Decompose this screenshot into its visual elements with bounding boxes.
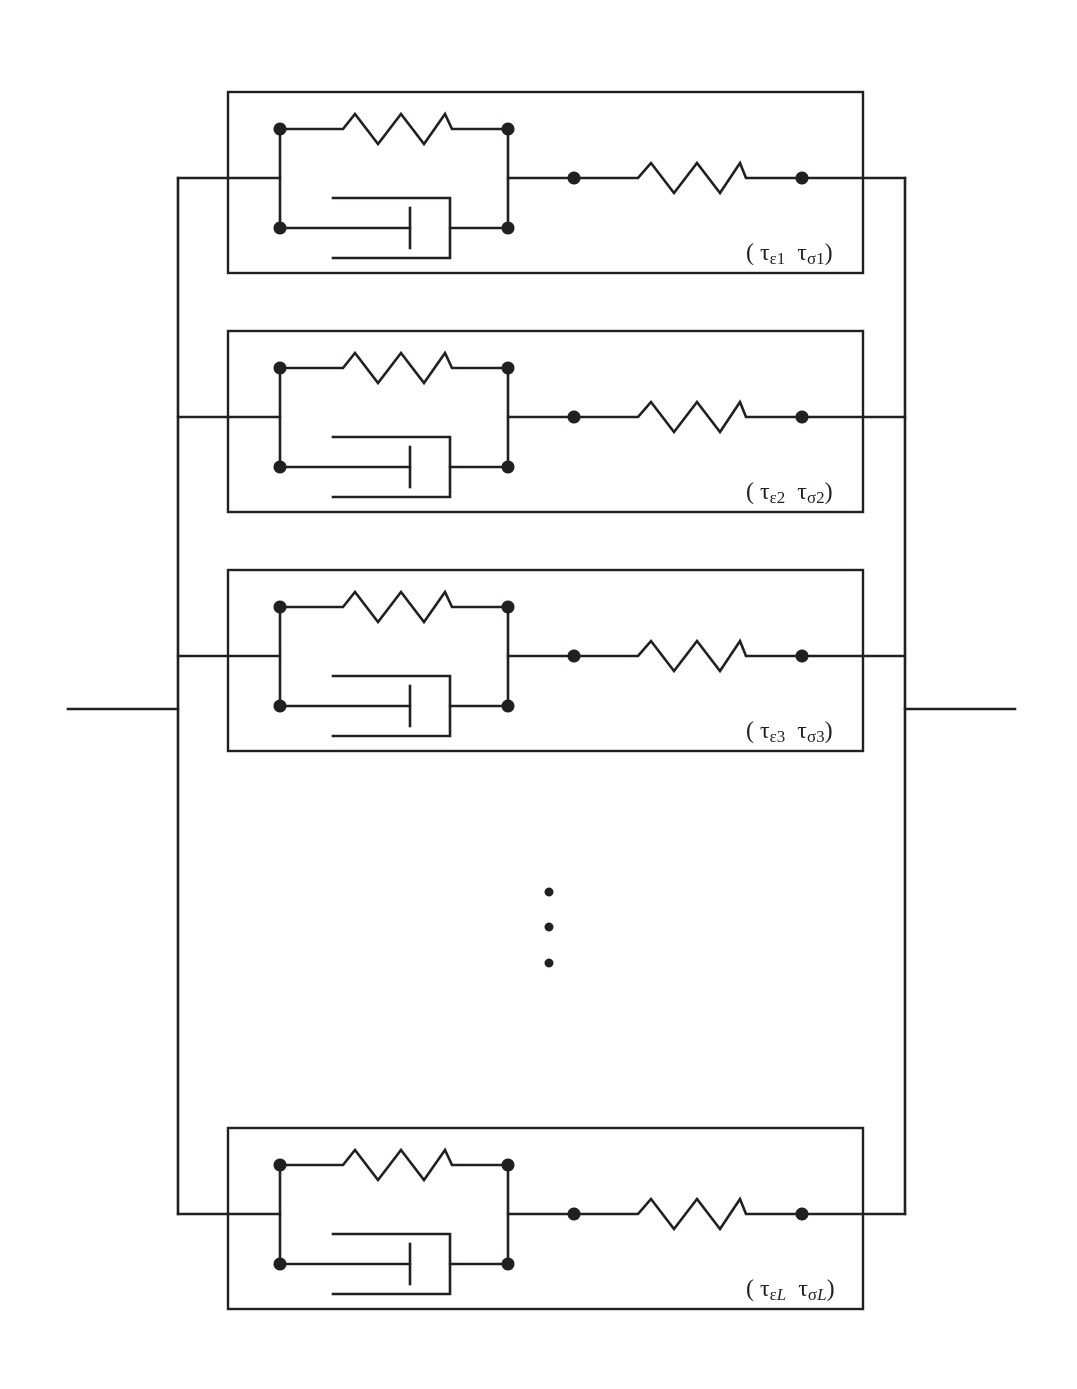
node-dot — [273, 221, 287, 235]
node-dot — [501, 221, 515, 235]
node-dot — [501, 699, 515, 713]
parallel-spring-icon — [278, 589, 510, 625]
node-dot — [795, 1207, 809, 1221]
element-frame — [226, 329, 865, 514]
series-spring-icon — [506, 1196, 907, 1232]
ellipsis-dot — [544, 887, 554, 897]
series-spring-icon — [506, 160, 907, 196]
ellipsis-dot — [544, 958, 554, 968]
node-dot — [273, 1257, 287, 1271]
series-spring-icon — [506, 399, 907, 435]
node-dot — [501, 1257, 515, 1271]
node-dot — [567, 410, 581, 424]
node-dot — [795, 410, 809, 424]
node-dot — [273, 460, 287, 474]
node-dot — [501, 600, 515, 614]
node-dot — [501, 1158, 515, 1172]
element-frame — [226, 568, 865, 753]
series-spring-icon — [506, 638, 907, 674]
node-dot — [501, 122, 515, 136]
node-dot — [501, 361, 515, 375]
node-dot — [795, 649, 809, 663]
vertical-ellipsis-icon — [544, 887, 554, 968]
node-dot — [501, 460, 515, 474]
node-dot — [273, 1158, 287, 1172]
node-dot — [567, 649, 581, 663]
parallel-spring-icon — [278, 1147, 510, 1183]
node-dot — [273, 361, 287, 375]
node-dot — [567, 1207, 581, 1221]
element-frame — [226, 90, 865, 275]
ellipsis-dot — [544, 922, 554, 932]
node-dot — [567, 171, 581, 185]
node-dot — [273, 699, 287, 713]
node-dot — [795, 171, 809, 185]
parallel-spring-icon — [278, 350, 510, 386]
parallel-spring-icon — [278, 111, 510, 147]
element-frame — [226, 1126, 865, 1311]
node-dot — [273, 600, 287, 614]
node-dot — [273, 122, 287, 136]
